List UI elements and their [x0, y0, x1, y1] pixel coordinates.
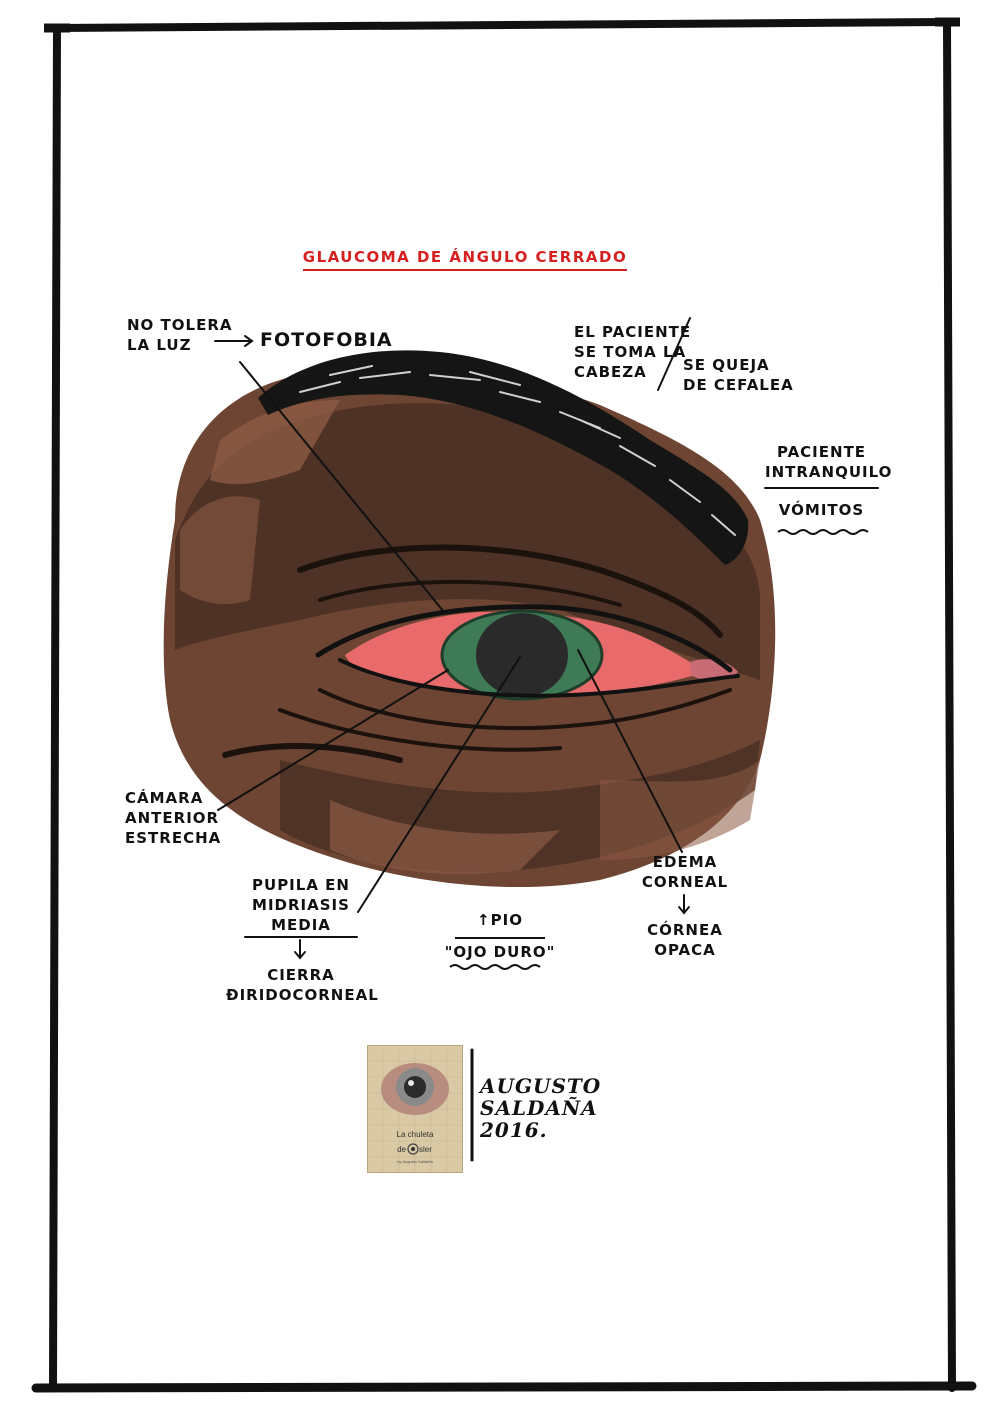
- signature: Augusto Saldaña 2016.: [480, 1075, 601, 1141]
- signature-line: 2016.: [480, 1118, 548, 1142]
- logo-line1: La chuleta: [397, 1130, 434, 1139]
- label-line: pupila en: [252, 876, 350, 894]
- label-pio: ↑PIO: [477, 911, 523, 929]
- label-paciente-intranquilo: Paciente Intranquilo: [765, 442, 893, 482]
- label-pupila: pupila en midriasis media: [245, 875, 357, 935]
- label-cornea: Córnea opaca: [640, 920, 730, 960]
- signature-line: Saldaña: [480, 1096, 598, 1120]
- label-no-tolera: No tolera la luz: [127, 315, 232, 355]
- label-line: estrecha: [125, 829, 222, 847]
- label-line: Cámara: [125, 789, 204, 807]
- label-edema: Edema corneal: [640, 852, 730, 892]
- label-line: Intranquilo: [765, 463, 893, 481]
- signature-line: Augusto: [480, 1074, 602, 1098]
- label-line: Paciente: [776, 443, 867, 461]
- label-line: Se queja: [683, 356, 770, 374]
- label-line: la luz: [127, 336, 192, 354]
- label-line: No tolera: [127, 316, 233, 334]
- logo-byline: by Augusto Saldaña: [397, 1159, 433, 1164]
- label-ojo-duro: "ojo duro": [444, 943, 556, 961]
- label-line: corneal: [641, 873, 729, 891]
- label-line: se toma la: [574, 343, 687, 361]
- logo-graphic: La chuleta de sler by Augusto Saldaña: [366, 1044, 464, 1174]
- logo-card: La chuleta de sler by Augusto Saldaña: [366, 1044, 464, 1174]
- label-line: Córnea: [647, 921, 723, 939]
- label-line: media: [271, 916, 331, 934]
- label-cierra: Cierra Ɖiridocorneal: [226, 965, 379, 1005]
- pupil: [476, 613, 568, 697]
- logo-line2-de: de: [397, 1145, 406, 1154]
- logo-line2-sler: sler: [419, 1145, 432, 1154]
- label-vomitos: Vómitos: [778, 501, 865, 519]
- label-line: midriasis: [252, 896, 350, 914]
- label-line: Ɖiridocorneal: [226, 986, 379, 1004]
- label-line: opaca: [654, 941, 716, 959]
- label-line: Edema: [652, 853, 718, 871]
- label-line: Cierra: [267, 966, 335, 984]
- label-line: cabeza: [574, 363, 647, 381]
- label-se-queja: Se queja de cefalea: [683, 355, 794, 395]
- label-line: anterior: [125, 809, 220, 827]
- label-line: de cefalea: [683, 376, 794, 394]
- label-fotofobia: Fotofobia: [260, 329, 393, 351]
- label-line: El paciente: [574, 323, 692, 341]
- title-text: Glaucoma de ángulo cerrado: [302, 248, 628, 271]
- page-title: Glaucoma de ángulo cerrado: [0, 248, 930, 271]
- label-camara: Cámara anterior estrecha: [125, 788, 221, 848]
- label-el-paciente: El paciente se toma la cabeza: [574, 322, 691, 382]
